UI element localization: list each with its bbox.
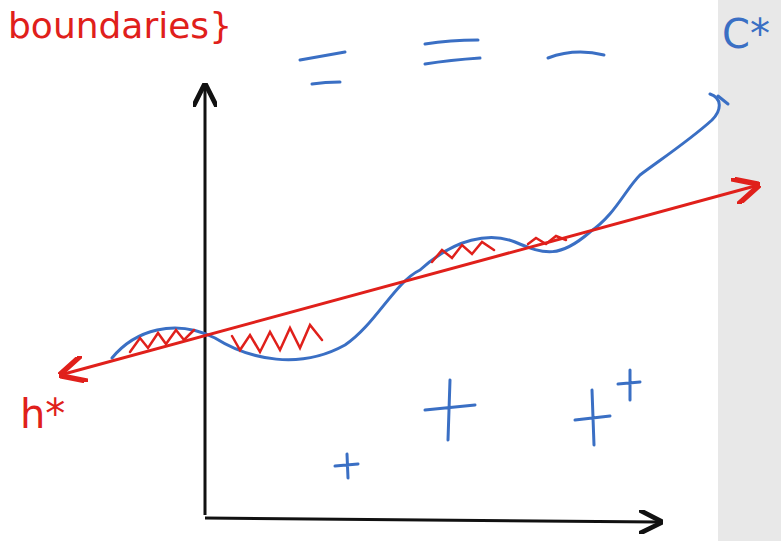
- line-label: h*: [20, 392, 65, 436]
- minus-signs: [300, 40, 604, 84]
- plus-signs: [335, 370, 640, 478]
- x-axis: [205, 518, 658, 522]
- heading-note: boundaries}: [8, 6, 232, 46]
- true-boundary-curve: [112, 94, 719, 360]
- y-axis: [204, 88, 207, 515]
- curve-tick: [718, 96, 728, 104]
- side-panel: [718, 0, 781, 541]
- error-hatching: [130, 236, 566, 352]
- curve-label: C*: [722, 12, 770, 56]
- linear-boundary-line: [64, 186, 755, 374]
